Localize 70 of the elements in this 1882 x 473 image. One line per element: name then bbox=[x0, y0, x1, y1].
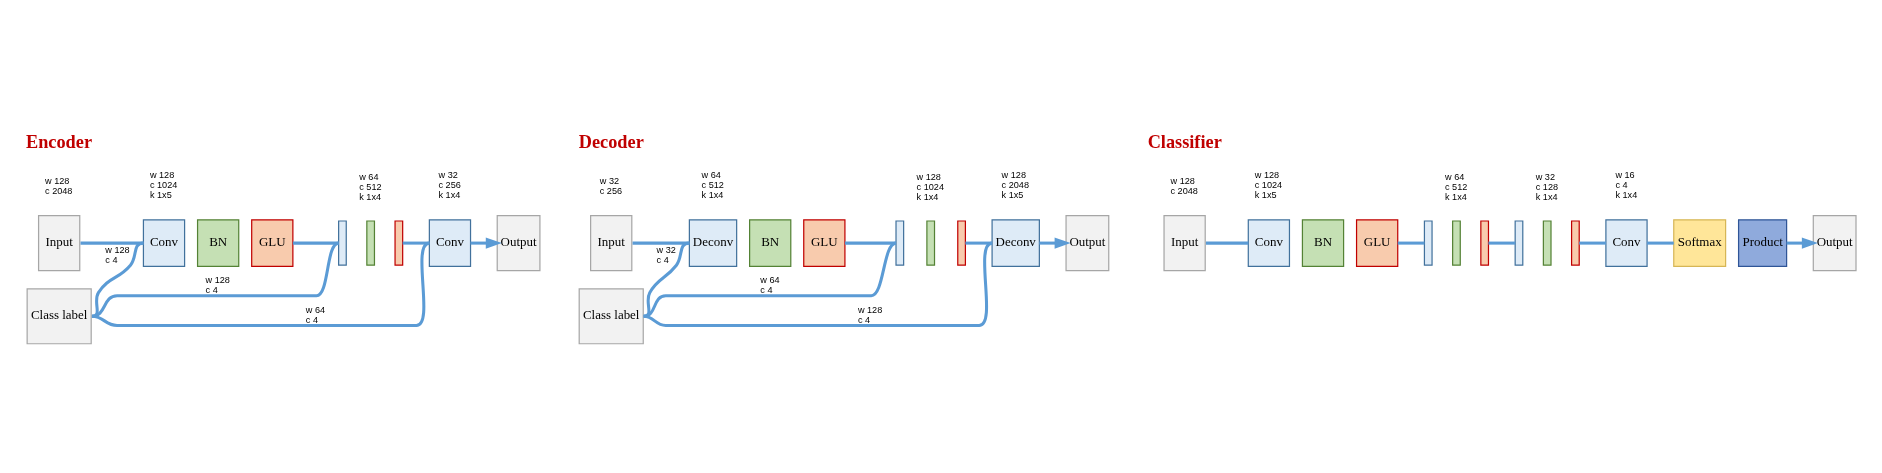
node-bar bbox=[338, 219, 347, 266]
connector bbox=[91, 241, 340, 318]
connector bbox=[643, 241, 897, 318]
connector bbox=[91, 241, 430, 327]
node-box: Product bbox=[1737, 218, 1788, 267]
connector bbox=[1579, 241, 1606, 245]
node-bar bbox=[366, 219, 376, 266]
node-box: Conv bbox=[1605, 218, 1648, 267]
edge-label: w 32 c 4 bbox=[656, 244, 676, 265]
node-box: Deconv bbox=[991, 218, 1040, 267]
connector bbox=[1488, 241, 1516, 245]
label: Encoder bbox=[26, 131, 93, 152]
connector bbox=[1205, 241, 1249, 245]
node-label: w 64 c 512 k 1x4 bbox=[701, 169, 724, 200]
connector bbox=[1397, 241, 1425, 245]
node-box: BN bbox=[749, 218, 792, 267]
node-box: Input bbox=[590, 214, 633, 271]
node-label: w 32 c 256 bbox=[599, 175, 623, 196]
node-bar bbox=[1514, 219, 1524, 266]
arrow bbox=[1039, 237, 1071, 249]
node-box: Output bbox=[496, 214, 541, 271]
edge-label: w 128 c 4 bbox=[105, 244, 130, 265]
node-box: BN bbox=[1301, 218, 1345, 267]
node-bar bbox=[1542, 219, 1552, 266]
node-label: w 16 c 4 k 1x4 bbox=[1615, 169, 1638, 200]
node-bar bbox=[1452, 219, 1461, 266]
node-bar bbox=[1571, 219, 1580, 266]
node-label: w 128 c 2048 bbox=[45, 175, 73, 196]
connector bbox=[643, 241, 993, 327]
node-box: GLU bbox=[251, 218, 294, 267]
node-box: Input bbox=[37, 214, 81, 271]
label: Classifier bbox=[1147, 131, 1222, 152]
node-box: GLU bbox=[803, 218, 846, 267]
node-label: w 32 c 256 k 1x4 bbox=[438, 169, 461, 200]
edge-label: w 64 c 4 bbox=[760, 274, 780, 295]
edge-label: w 128 c 4 bbox=[857, 304, 883, 325]
node-box: Conv bbox=[428, 218, 472, 267]
node-label: w 64 c 512 k 1x4 bbox=[1445, 171, 1468, 202]
node-label: w 128 c 2048 bbox=[1170, 175, 1198, 196]
node-box: Input bbox=[1163, 214, 1206, 271]
node-label: w 64 c 512 k 1x4 bbox=[359, 171, 382, 202]
node-bar bbox=[1480, 219, 1490, 266]
connector bbox=[1647, 241, 1674, 245]
node-bar bbox=[1423, 219, 1433, 266]
node-box: Class label bbox=[578, 287, 644, 344]
node-bar bbox=[394, 219, 404, 266]
node-label: w 32 c 128 k 1x4 bbox=[1535, 171, 1559, 202]
connector bbox=[292, 241, 339, 245]
label: Decoder bbox=[578, 131, 644, 152]
edge-label: w 128 c 4 bbox=[205, 274, 230, 295]
node-box: BN bbox=[196, 218, 240, 267]
node-label: w 128 c 2048 k 1x5 bbox=[1001, 169, 1030, 200]
node-label: w 128 c 1024 k 1x4 bbox=[916, 171, 945, 202]
node-box: Class label bbox=[26, 287, 92, 344]
node-box: Output bbox=[1065, 214, 1110, 271]
node-box: Conv bbox=[142, 218, 186, 267]
node-bar bbox=[926, 219, 936, 266]
node-bar bbox=[957, 219, 966, 266]
node-box: Softmax bbox=[1673, 218, 1727, 267]
node-box: Conv bbox=[1247, 218, 1291, 267]
node-label: w 128 c 1024 k 1x5 bbox=[1254, 169, 1283, 200]
connector bbox=[844, 241, 896, 245]
edge-label: w 64 c 4 bbox=[305, 304, 326, 325]
node-box: Output bbox=[1812, 214, 1857, 271]
arrow bbox=[470, 237, 502, 249]
node-box: Deconv bbox=[688, 218, 738, 267]
node-label: w 128 c 1024 k 1x5 bbox=[149, 169, 178, 200]
arrow bbox=[1786, 237, 1818, 249]
node-bar bbox=[895, 219, 905, 266]
node-box: GLU bbox=[1355, 218, 1399, 267]
